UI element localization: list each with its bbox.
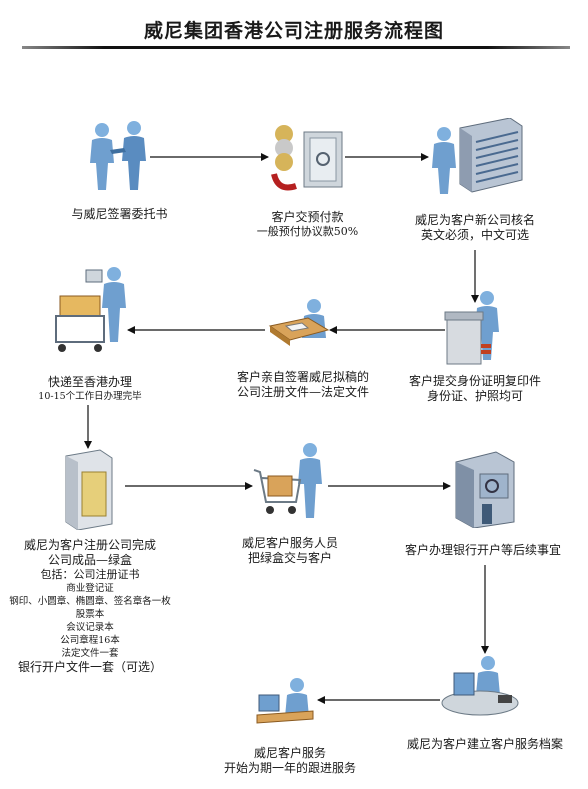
step-8-label: 威尼客户服务人员 把绿盒交与客户: [241, 536, 338, 565]
handshake-icon: [90, 121, 146, 190]
step-2-label: 客户交预付款 一般预付协议款50%: [256, 210, 359, 238]
step-9-label: 客户办理银行开户等后续事宜: [404, 543, 561, 557]
step-5-label: 客户亲自签署威尼拟稿的 公司注册文件—法定文件: [236, 370, 369, 399]
copier-icon: [444, 291, 499, 365]
step-3-label: 威尼为客户新公司核名 英文必须，中文可选: [414, 213, 535, 242]
service-desk-icon: [256, 678, 314, 724]
diagram-title: 威尼集团香港公司注册服务流程图: [143, 20, 444, 42]
step-6-label: 快递至香港办理 10-15个工作日办理完毕: [38, 375, 142, 402]
step-4-label: 客户提交身份证明复印件 身份证、护照均可: [408, 374, 541, 403]
step-7-label: 威尼为客户注册公司完成 公司成品—绿盒 包括：公司注册证书 商业登记证 钢印、小…: [9, 538, 171, 674]
payment-safe-icon: [271, 125, 343, 191]
computer-workstation-icon: [441, 656, 519, 716]
courier-cart-icon: [55, 267, 126, 352]
signing-desk-icon: [268, 299, 330, 346]
step-1-label: 与威尼签署委托书: [71, 207, 168, 221]
bank-building-icon: [455, 451, 515, 528]
delivery-cart-icon: [253, 443, 322, 518]
title-underline: [22, 46, 570, 49]
step-10-label: 威尼为客户建立客户服务档案: [406, 737, 563, 751]
green-box-icon: [65, 449, 113, 530]
step-11-label: 威尼客户服务 开始为期一年的跟进服务: [223, 746, 356, 775]
server-name-check-icon: [432, 118, 523, 194]
